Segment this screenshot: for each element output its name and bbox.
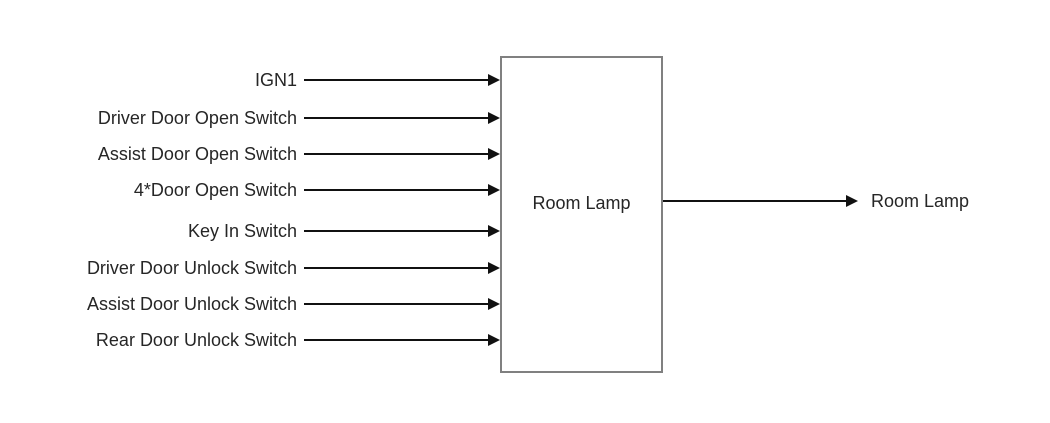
arrow-line bbox=[304, 230, 489, 232]
arrow-line bbox=[304, 79, 489, 81]
arrow-line bbox=[304, 117, 489, 119]
output-arrow-line bbox=[663, 200, 846, 202]
room-lamp-block-label: Room Lamp bbox=[532, 193, 631, 213]
arrow-head-icon bbox=[488, 74, 500, 86]
arrow-line bbox=[304, 339, 489, 341]
arrow-line bbox=[304, 189, 489, 191]
output-label: Room Lamp bbox=[871, 191, 970, 211]
input-label: Driver Door Unlock Switch bbox=[86, 258, 297, 278]
input-row-rear-door-unlock: Rear Door Unlock Switch bbox=[0, 329, 1050, 351]
input-row-assist-door-open: Assist Door Open Switch bbox=[0, 143, 1050, 165]
input-label: Assist Door Open Switch bbox=[97, 144, 297, 164]
input-row-4-door-open: 4*Door Open Switch bbox=[0, 179, 1050, 201]
input-label: IGN1 bbox=[254, 70, 297, 90]
input-row-driver-door-open: Driver Door Open Switch bbox=[0, 107, 1050, 129]
input-row-key-in: Key In Switch bbox=[0, 220, 1050, 242]
input-label: Driver Door Open Switch bbox=[97, 108, 297, 128]
arrow-head-icon bbox=[488, 148, 500, 160]
input-label: Assist Door Unlock Switch bbox=[86, 294, 297, 314]
input-label: Key In Switch bbox=[187, 221, 297, 241]
room-lamp-block bbox=[500, 56, 663, 373]
arrow-line bbox=[304, 267, 489, 269]
arrow-head-icon bbox=[488, 184, 500, 196]
input-label: 4*Door Open Switch bbox=[133, 180, 297, 200]
input-row-driver-door-unlock: Driver Door Unlock Switch bbox=[0, 257, 1050, 279]
arrow-head-icon bbox=[488, 262, 500, 274]
output-arrow-head-icon bbox=[846, 195, 858, 207]
arrow-head-icon bbox=[488, 334, 500, 346]
arrow-line bbox=[304, 303, 489, 305]
arrow-head-icon bbox=[488, 225, 500, 237]
input-row-assist-door-unlock: Assist Door Unlock Switch bbox=[0, 293, 1050, 315]
arrow-line bbox=[304, 153, 489, 155]
arrow-head-icon bbox=[488, 298, 500, 310]
arrow-head-icon bbox=[488, 112, 500, 124]
input-row-ign1: IGN1 bbox=[0, 69, 1050, 91]
input-label: Rear Door Unlock Switch bbox=[95, 330, 297, 350]
